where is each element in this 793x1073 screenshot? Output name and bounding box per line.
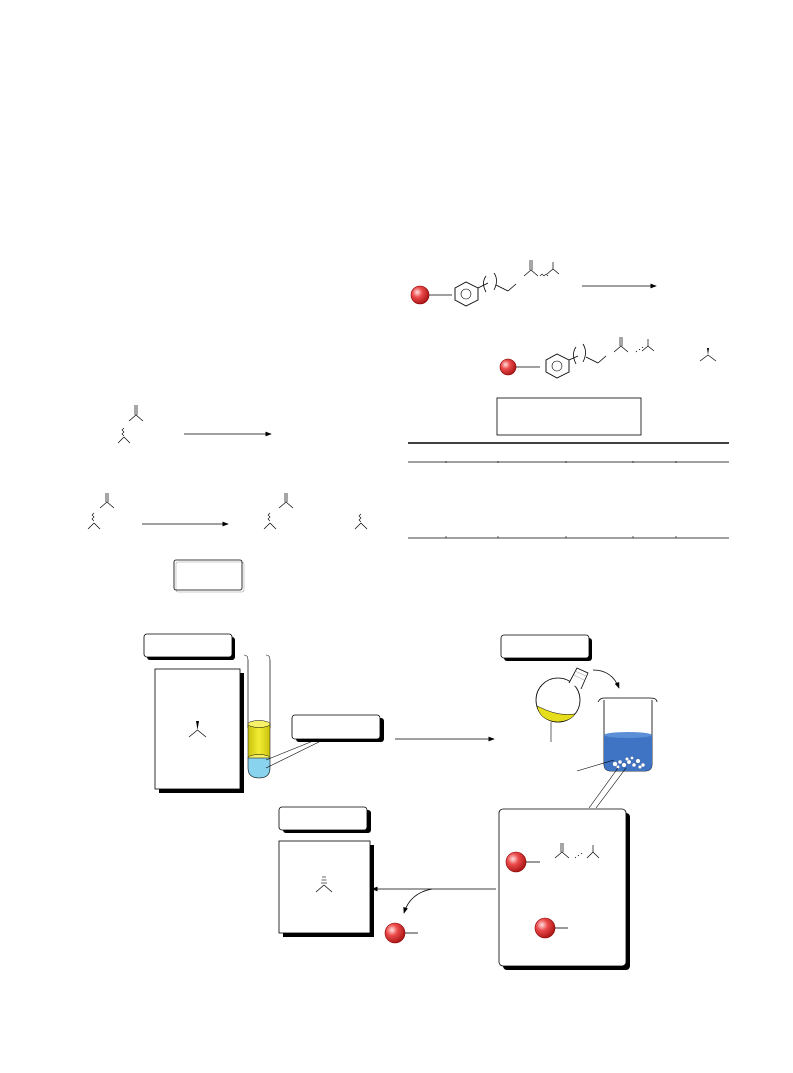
benzene-ring-icon — [454, 281, 479, 307]
bead-recycle-arrow — [403, 888, 433, 914]
beaker-icon — [576, 697, 658, 809]
reaction-one — [117, 405, 272, 444]
product-panel-bottom — [278, 840, 374, 937]
wedge-bond-icon — [707, 348, 709, 355]
conditions-box — [496, 397, 642, 436]
wedge-bond-icon — [196, 721, 199, 730]
benzene-ring-icon — [545, 353, 570, 379]
bead-icon — [384, 922, 406, 944]
results-table — [408, 442, 729, 539]
test-tube-icon — [243, 654, 271, 779]
lower-blue-layer — [247, 757, 271, 779]
round-bottom-flask-icon — [535, 667, 589, 742]
bead-icon — [499, 358, 517, 376]
pour-arrow — [592, 669, 620, 689]
upper-yellow-layer — [247, 723, 271, 759]
label-box-product — [278, 806, 371, 833]
reaction-two — [87, 493, 368, 530]
label-box-small — [173, 559, 243, 591]
chain-bracket-left — [483, 275, 487, 293]
bead-icon — [534, 917, 556, 939]
recovered-beads-panel — [498, 808, 630, 970]
label-box-extraction — [143, 633, 235, 660]
label-box-layers — [265, 714, 384, 769]
precipitate-icon — [612, 756, 646, 769]
supported-reagent-top — [410, 260, 657, 307]
bead-icon — [505, 851, 527, 873]
chain-bracket-right — [493, 272, 497, 291]
product-panel-left — [154, 668, 244, 793]
label-box-filtration — [500, 634, 592, 661]
bead-icon — [410, 285, 430, 305]
supported-product — [499, 337, 717, 379]
